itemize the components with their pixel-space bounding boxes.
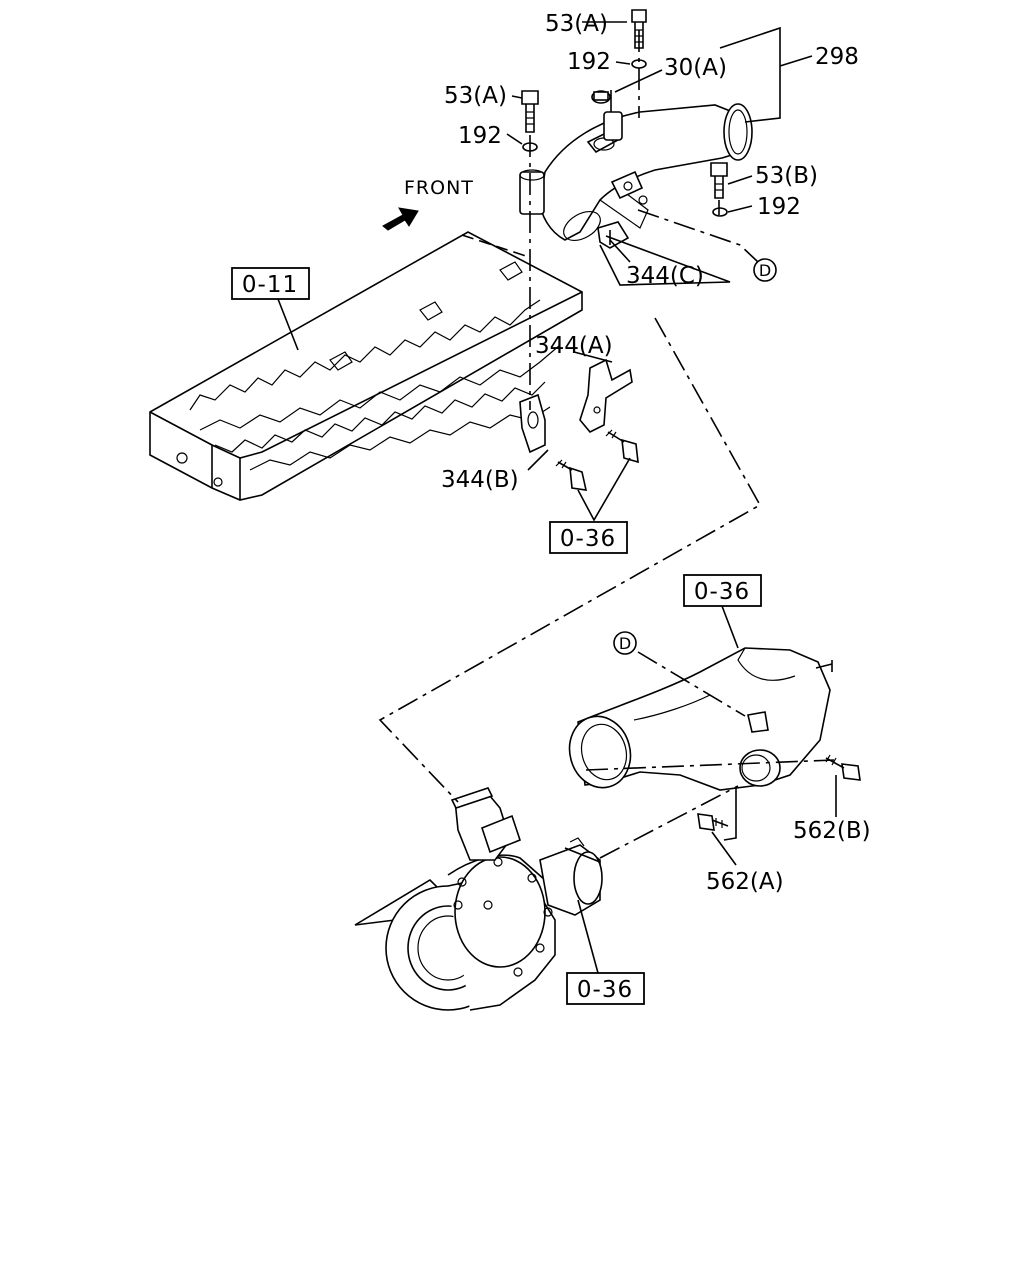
guide-line-d-lower [637, 651, 746, 717]
connector-d-upper-label: D [759, 261, 771, 280]
front-indicator: FRONT [382, 177, 474, 231]
connector-d-lower: D [613, 631, 637, 655]
ref-box-0-36-turbo: 0-36 [566, 972, 645, 1005]
callout-53a-top: 53(A) [545, 11, 608, 37]
leader-344b [527, 449, 549, 471]
callout-53a-left: 53(A) [444, 83, 507, 109]
bolt-53a-left [521, 90, 539, 133]
front-label: FRONT [404, 177, 474, 199]
leader-53b [727, 175, 753, 185]
callout-30a: 30(A) [664, 55, 727, 81]
front-arrow-icon [382, 207, 419, 231]
ref-0-11-label: 0-11 [242, 272, 298, 298]
intake-pipe-lower [568, 647, 833, 791]
leader-0-36-bolts [577, 457, 631, 522]
bolt-0-36-right [605, 429, 639, 464]
bracket-344a [579, 358, 633, 433]
guide-line-562a [599, 785, 739, 859]
route-line-turbo [378, 317, 762, 803]
turbocharger [354, 787, 603, 1011]
leader-344a [573, 351, 613, 363]
callout-344b: 344(B) [441, 467, 519, 493]
intake-pipe-298 [519, 103, 753, 242]
ref-box-0-36-pipe: 0-36 [683, 574, 762, 607]
leader-0-11 [277, 298, 299, 351]
leader-53a-left [511, 95, 523, 99]
bolt-0-36-left [555, 459, 588, 491]
callout-344c: 344(C) [626, 263, 704, 289]
callout-562a: 562(A) [706, 869, 784, 895]
guide-line-562b [585, 759, 835, 771]
leader-298 [719, 26, 813, 123]
leader-192-left [506, 133, 523, 145]
leader-0-36-pipe [721, 605, 739, 649]
washer-192-right [712, 207, 728, 217]
guide-line-d-upper [637, 209, 759, 263]
leader-344c [599, 235, 731, 286]
connector-d-upper: D [753, 258, 777, 282]
bolt-53b [710, 162, 728, 199]
callout-53b: 53(B) [755, 163, 818, 189]
connector-d-lower-label: D [619, 634, 631, 653]
bracket-344b [519, 393, 546, 454]
leader-562a-bracket [723, 788, 737, 841]
leader-192-top [615, 61, 631, 65]
leader-192-right [727, 205, 753, 213]
callout-192-top: 192 [567, 49, 611, 75]
callout-344a: 344(A) [535, 333, 613, 359]
leader-562a [711, 831, 737, 866]
nut-30a-body [593, 91, 609, 101]
callout-298: 298 [815, 44, 859, 70]
ref-box-0-11: 0-11 [231, 267, 310, 300]
callout-192-right: 192 [757, 194, 801, 220]
callout-192-left: 192 [458, 123, 502, 149]
callout-562b: 562(B) [793, 818, 871, 844]
leader-0-36-turbo [577, 899, 599, 974]
ref-0-36-turbo-label: 0-36 [577, 977, 633, 1003]
bolt-562b [825, 754, 861, 781]
cylinder-head [149, 231, 583, 501]
leader-30a [614, 69, 663, 93]
ref-0-36-pipe-label: 0-36 [694, 579, 750, 605]
bolt-562a [697, 813, 729, 831]
ref-0-36-bolts-label: 0-36 [560, 526, 616, 552]
ref-box-0-36-bolts: 0-36 [549, 521, 628, 554]
